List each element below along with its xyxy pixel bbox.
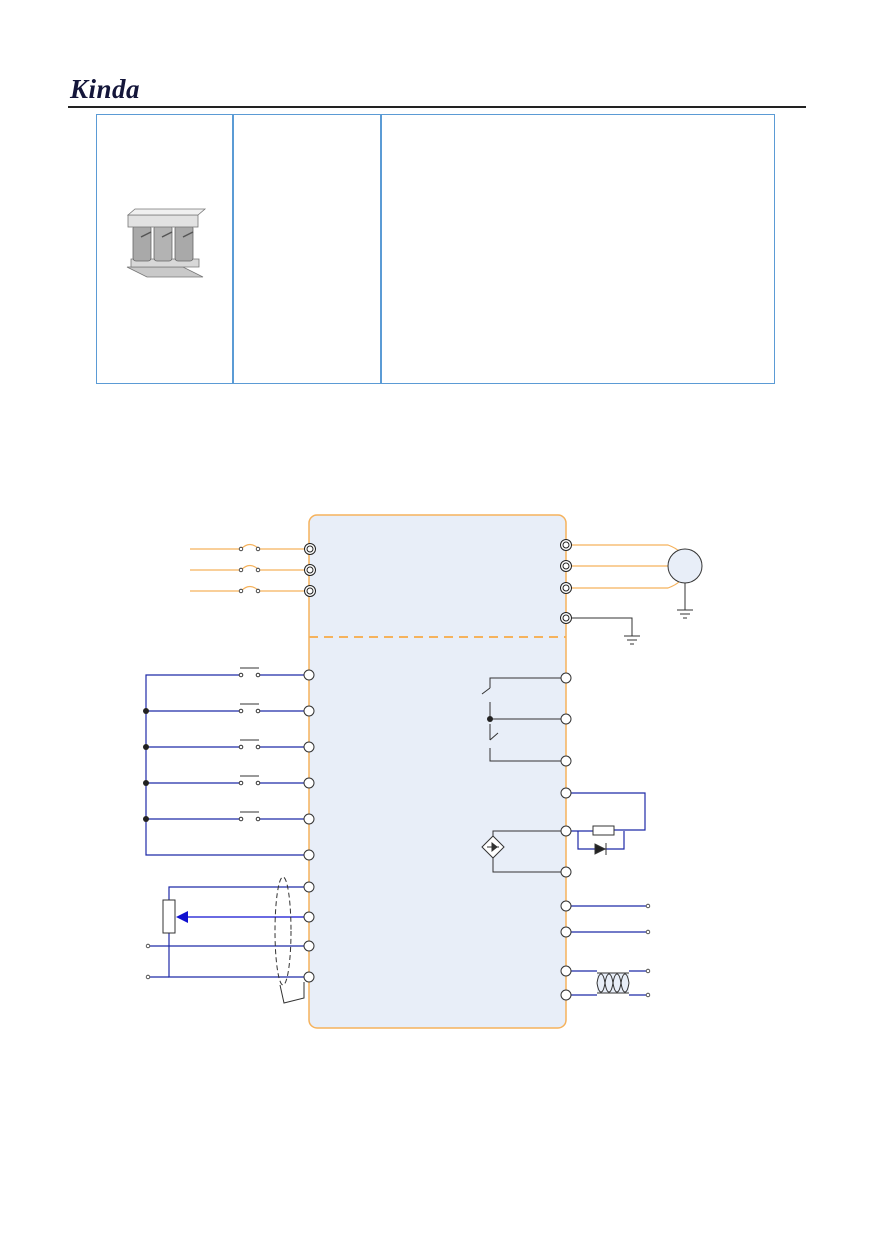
analog-input-wiring bbox=[150, 886, 304, 978]
analog-open-terminals bbox=[145, 943, 151, 980]
control-terminals-left bbox=[303, 669, 315, 983]
power-input-lines bbox=[190, 543, 304, 592]
inverter-board bbox=[308, 514, 567, 1029]
control-terminals-right bbox=[560, 672, 572, 1001]
motor-output-terminals bbox=[560, 539, 572, 624]
three-phase-reactor-icon bbox=[126, 208, 207, 278]
header-rule bbox=[68, 106, 806, 108]
shielded-cable-icon bbox=[274, 876, 292, 986]
junction-dots bbox=[143, 708, 149, 822]
relay-common-dot bbox=[487, 716, 493, 722]
diode-icon bbox=[594, 843, 607, 855]
potentiometer-icon bbox=[162, 899, 176, 934]
power-input-terminals bbox=[304, 543, 316, 597]
load-wiring bbox=[571, 792, 646, 850]
shield-ground-lead bbox=[279, 982, 305, 1004]
motor-icon bbox=[667, 548, 703, 584]
spec-table bbox=[96, 114, 775, 384]
relay-output-icon bbox=[481, 677, 561, 762]
output-wiring bbox=[571, 905, 646, 996]
kinda-logo: Kinda bbox=[70, 74, 140, 104]
resistor-icon bbox=[592, 825, 615, 836]
motor-ground-icon bbox=[677, 583, 693, 619]
motor-output-lines bbox=[571, 544, 681, 589]
digital-input-wiring bbox=[145, 674, 304, 856]
column-divider bbox=[232, 115, 234, 383]
twisted-pair-icon bbox=[596, 972, 630, 994]
breaker-contacts bbox=[238, 546, 261, 594]
wiper-arrow-icon bbox=[176, 911, 188, 923]
logo-text: Kinda bbox=[70, 74, 141, 104]
digital-input-switches bbox=[238, 667, 261, 822]
output-open-terminals bbox=[645, 903, 651, 998]
open-collector-wiring bbox=[492, 830, 561, 873]
optocoupler-symbol bbox=[487, 841, 499, 853]
column-divider bbox=[380, 115, 382, 383]
board-ground-icon bbox=[571, 617, 640, 645]
